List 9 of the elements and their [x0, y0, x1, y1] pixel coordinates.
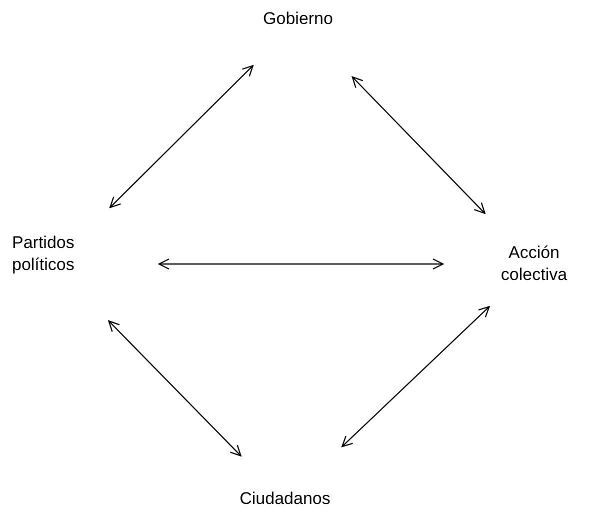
node-label: Acción colectiva	[488, 242, 580, 286]
double-arrow	[110, 65, 254, 208]
node-label: Partidos políticos	[12, 232, 94, 276]
node-label: Gobierno	[250, 8, 346, 30]
node-label: Ciudadanos	[235, 488, 335, 510]
double-arrow	[342, 306, 490, 448]
double-arrow	[158, 258, 444, 270]
double-arrow	[108, 320, 242, 456]
double-arrow	[352, 76, 486, 214]
